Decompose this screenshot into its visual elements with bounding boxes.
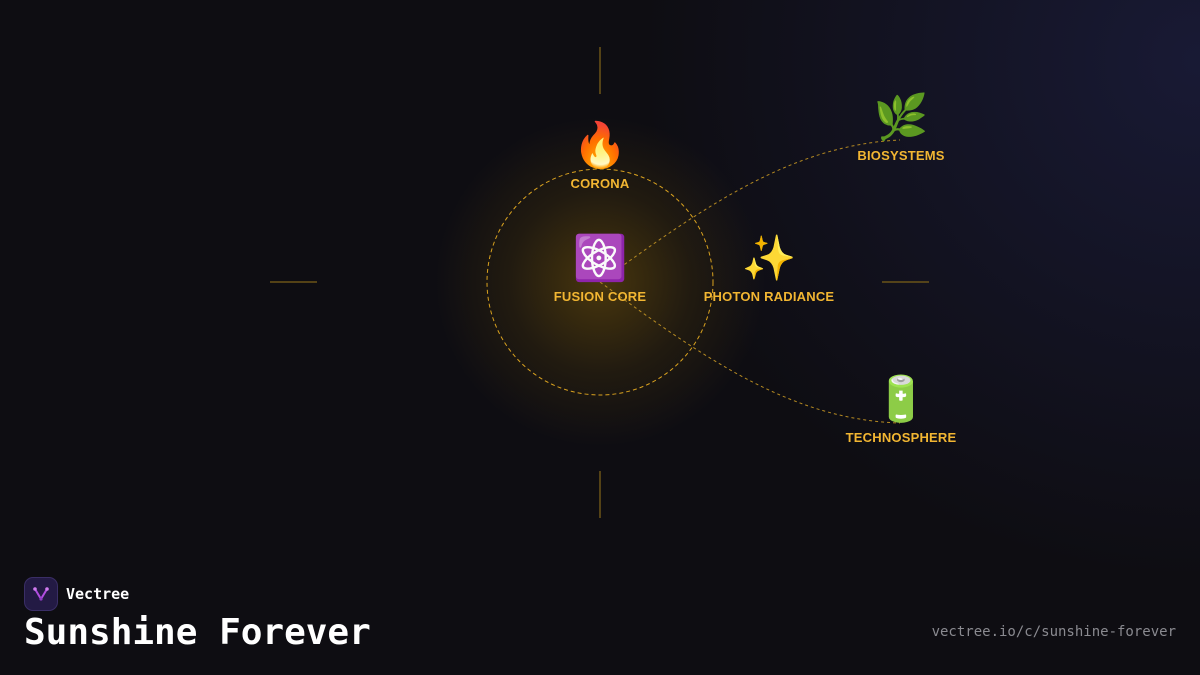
vectree-logo-icon [24, 577, 58, 611]
node-photon-radiance[interactable]: ✨ PHOTON RADIANCE [689, 233, 849, 304]
atom-icon: ⚛️ [572, 233, 628, 284]
page-title: Sunshine Forever [24, 612, 371, 653]
node-label-corona: CORONA [570, 176, 630, 191]
node-biosystems[interactable]: 🌿 BIOSYSTEMS [821, 92, 981, 163]
node-fusion-core[interactable]: ⚛️ FUSION CORE [520, 233, 680, 304]
brand-name: Vectree [66, 585, 130, 603]
node-label-biosystems: BIOSYSTEMS [857, 148, 945, 163]
node-technosphere[interactable]: 🔋 TECHNOSPHERE [821, 374, 981, 445]
node-corona[interactable]: 🔥 CORONA [520, 120, 680, 191]
node-label-fusion-core: FUSION CORE [553, 289, 647, 304]
herb-icon: 🌿 [873, 92, 929, 143]
edge-fusion-core-technosphere [599, 281, 901, 424]
sparkles-icon: ✨ [741, 233, 797, 284]
fire-icon: 🔥 [572, 120, 628, 171]
vectree-logo-mark [33, 587, 49, 601]
brand[interactable]: Vectree [24, 577, 129, 611]
node-label-technosphere: TECHNOSPHERE [845, 430, 957, 445]
node-label-photon-radiance: PHOTON RADIANCE [703, 289, 835, 304]
edge-fusion-core-biosystems [599, 139, 901, 283]
battery-icon: 🔋 [873, 374, 929, 425]
source-url[interactable]: vectree.io/c/sunshine-forever [931, 624, 1176, 640]
orbit-ring [486, 168, 714, 396]
